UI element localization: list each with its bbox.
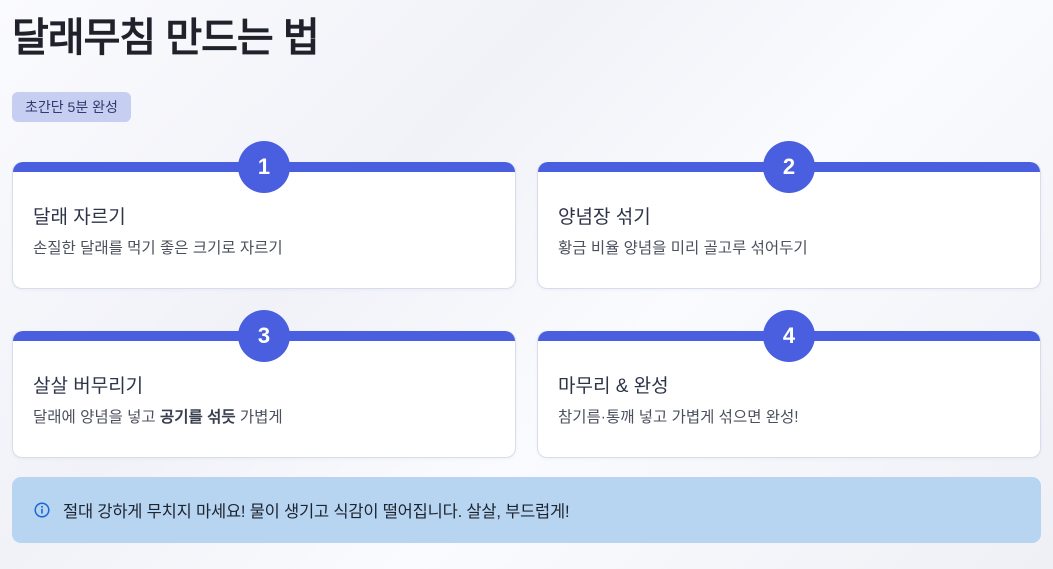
step-title: 달래 자르기 [33, 207, 126, 229]
step-body: 양념장 섞기 황금 비율 양념을 미리 골고루 섞어두기 [538, 172, 1040, 260]
warning-note-text: 절대 강하게 무치지 마세요! 물이 생기고 식감이 떨어집니다. 살살, 부드… [63, 503, 570, 522]
step-title: 양념장 섞기 [558, 207, 651, 229]
step-desc-text: 손질한 달래를 먹기 좋은 크기로 자르기 [33, 239, 283, 257]
step-desc-bold: 공기를 섞듯 [160, 408, 236, 426]
step-body: 달래 자르기 손질한 달래를 먹기 좋은 크기로 자르기 [13, 172, 515, 260]
step-number-badge: 3 [238, 310, 290, 363]
step-card-2: 2 양념장 섞기 황금 비율 양념을 미리 골고루 섞어두기 [537, 141, 1041, 290]
step-desc-text: 가볍게 [235, 408, 283, 426]
step-number-badge: 1 [238, 141, 290, 194]
warning-note: 절대 강하게 무치지 마세요! 물이 생기고 식감이 떨어집니다. 살살, 부드… [12, 477, 1041, 544]
step-number-badge: 4 [763, 310, 815, 363]
step-number-badge: 2 [763, 141, 815, 194]
step-description: 참기름·통깨 넣고 가볍게 섞으면 완성! [558, 408, 1020, 429]
step-description: 달래에 양념을 넣고 공기를 섞듯 가볍게 [33, 408, 495, 429]
time-badge: 초간단 5분 완성 [12, 92, 131, 123]
recipe-page: 달래무침 만드는 법 초간단 5분 완성 1 달래 자르기 손질한 달래를 먹기… [12, 16, 1041, 544]
step-desc-text: 황금 비율 양념을 미리 골고루 섞어두기 [558, 239, 808, 257]
step-description: 황금 비율 양념을 미리 골고루 섞어두기 [558, 239, 1020, 260]
info-icon [34, 502, 50, 518]
step-card-4: 4 마무리 & 완성 참기름·통깨 넣고 가볍게 섞으면 완성! [537, 310, 1041, 459]
step-desc-text: 달래에 양념을 넣고 [33, 408, 160, 426]
step-description: 손질한 달래를 먹기 좋은 크기로 자르기 [33, 239, 495, 260]
step-body: 마무리 & 완성 참기름·통깨 넣고 가볍게 섞으면 완성! [538, 341, 1040, 429]
step-card-3: 3 살살 버무리기 달래에 양념을 넣고 공기를 섞듯 가볍게 [12, 310, 516, 459]
step-body: 살살 버무리기 달래에 양념을 넣고 공기를 섞듯 가볍게 [13, 341, 515, 429]
step-card-1: 1 달래 자르기 손질한 달래를 먹기 좋은 크기로 자르기 [12, 141, 516, 290]
step-title: 살살 버무리기 [33, 376, 144, 398]
page-title: 달래무침 만드는 법 [12, 16, 320, 60]
steps-grid: 1 달래 자르기 손질한 달래를 먹기 좋은 크기로 자르기 2 양념장 섞기 … [12, 141, 1041, 459]
step-desc-text: 참기름·통깨 넣고 가볍게 섞으면 완성! [558, 408, 799, 426]
step-title: 마무리 & 완성 [558, 376, 669, 398]
